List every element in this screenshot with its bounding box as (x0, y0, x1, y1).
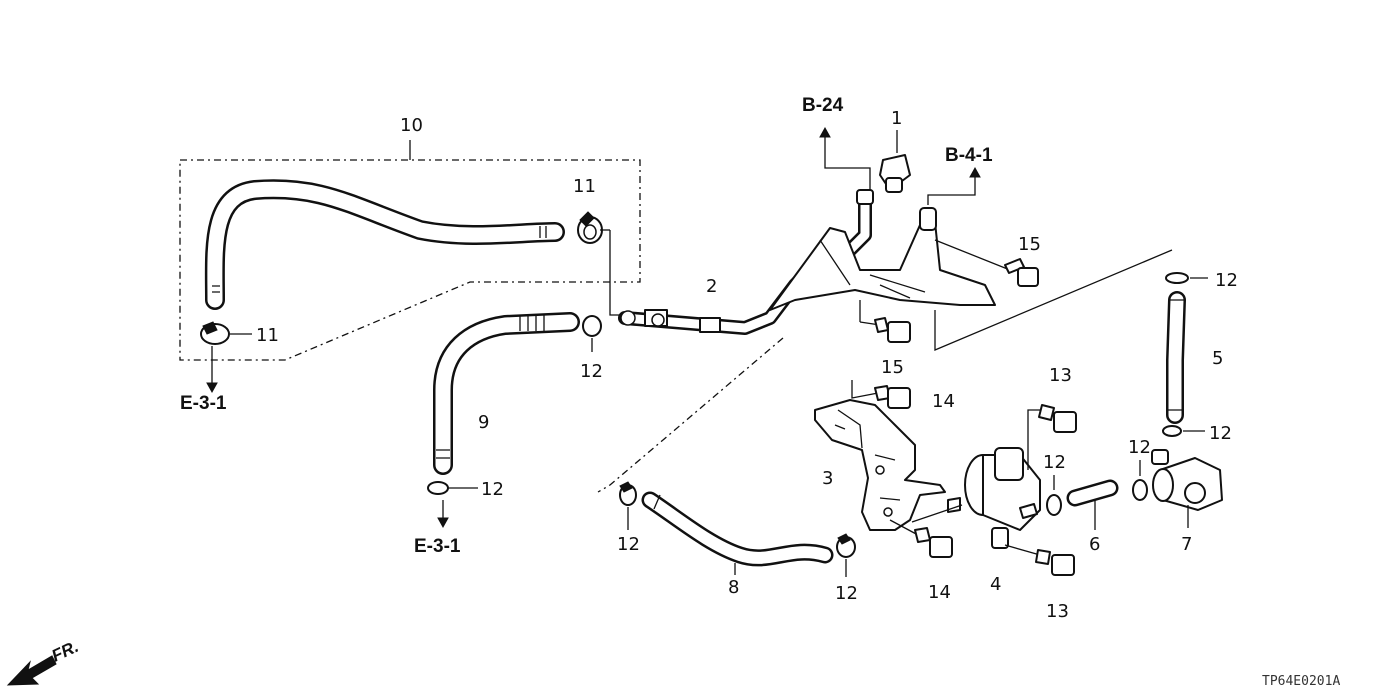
clip-12-e (1046, 475, 1062, 516)
callout-13-lower: 13 (1046, 601, 1069, 622)
callout-2: 2 (706, 276, 717, 297)
callout-12-h: 12 (835, 583, 858, 604)
callout-12-a: 12 (580, 361, 603, 382)
bolt-14-upper (851, 380, 911, 409)
diagram-code: TP64E0201A (1262, 674, 1340, 689)
bolt-13-upper (1038, 404, 1077, 433)
bolt-14-lower (889, 519, 953, 558)
hose-6 (1066, 479, 1119, 530)
clip-12-f (1132, 460, 1148, 501)
filter-7 (1151, 449, 1223, 528)
ref-b24: B-24 (802, 95, 844, 116)
callout-12-b: 12 (481, 479, 504, 500)
callout-12-g: 12 (617, 534, 640, 555)
bolt-15-right (934, 239, 1039, 287)
hose-8 (597, 337, 834, 575)
ref-arrow-b24 (819, 126, 871, 190)
callout-7: 7 (1181, 534, 1192, 555)
clip-12-h (836, 533, 856, 577)
callout-12-f: 12 (1128, 437, 1151, 458)
callout-11-bottom: 11 (256, 325, 279, 346)
pipe-assembly-2 (618, 189, 996, 335)
callout-15-lower: 15 (881, 357, 904, 378)
hose-5 (934, 249, 1186, 424)
callout-6: 6 (1089, 534, 1100, 555)
hose-9 (433, 312, 580, 475)
callout-8: 8 (728, 577, 739, 598)
clip-1 (879, 130, 911, 193)
clip-12-g (619, 481, 637, 530)
bracket-3 (814, 399, 946, 531)
ref-e31-bottom: E-3-1 (414, 536, 461, 557)
front-direction-arrow: FR. (6, 637, 82, 686)
clamp-11-bottom (200, 321, 252, 394)
ref-arrow-b41 (927, 166, 981, 205)
clip-12-b (427, 481, 478, 529)
callout-14-lower: 14 (928, 582, 951, 603)
clip-12-c (1165, 272, 1208, 284)
solenoid-valve-4 (911, 409, 1045, 549)
bolt-15-lower (859, 300, 911, 343)
clip-12-a (582, 315, 602, 352)
callout-11-top: 11 (573, 176, 596, 197)
callout-12-d: 12 (1209, 423, 1232, 444)
hose-10 (204, 179, 565, 310)
callout-1: 1 (891, 108, 902, 129)
callout-12-c: 12 (1215, 270, 1238, 291)
callout-12-e: 12 (1043, 452, 1066, 473)
clamp-11-top (577, 211, 625, 316)
callout-15-right: 15 (1018, 234, 1041, 255)
callout-5: 5 (1212, 348, 1223, 369)
callout-14-upper: 14 (932, 391, 955, 412)
bolt-13-lower (1004, 544, 1075, 576)
callout-10: 10 (400, 115, 423, 136)
callout-13-upper: 13 (1049, 365, 1072, 386)
ref-b41: B-4-1 (945, 145, 993, 166)
callout-3: 3 (822, 468, 833, 489)
ref-e31-left: E-3-1 (180, 393, 227, 414)
assembly-10-bracket (179, 140, 641, 361)
callout-4: 4 (990, 574, 1001, 595)
clip-12-d (1162, 425, 1205, 437)
callout-9: 9 (478, 412, 489, 433)
